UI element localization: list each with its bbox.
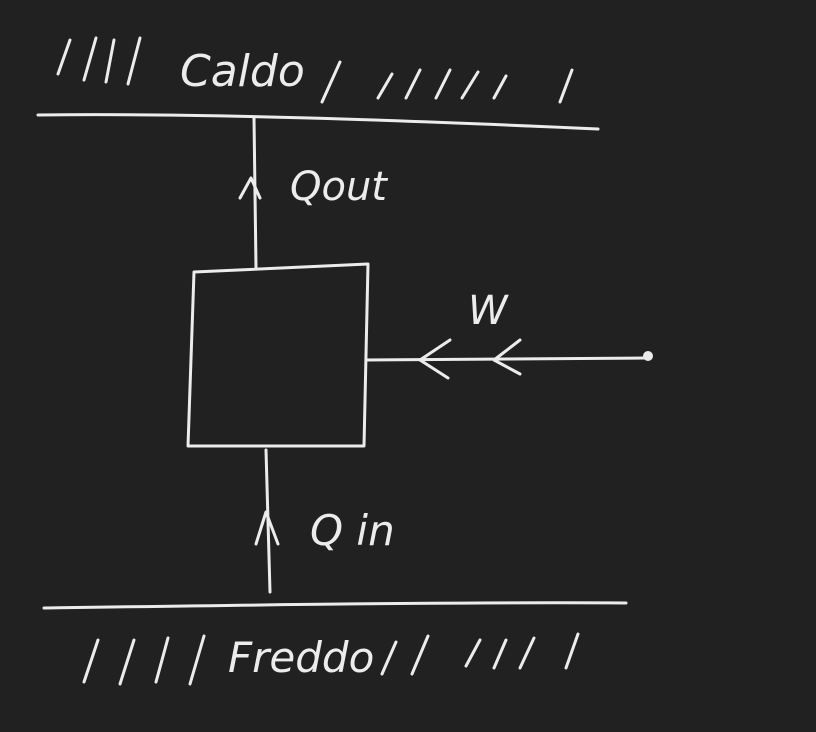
hot-reservoir-hatching-right — [320, 60, 574, 104]
cold-reservoir-line — [42, 601, 628, 610]
cold-reservoir-label: Freddo — [228, 633, 374, 682]
work-arrowhead-1 — [418, 338, 452, 380]
work-label: W — [468, 288, 509, 334]
work-source-dot — [643, 351, 653, 361]
cold-reservoir-hatching-left — [82, 634, 206, 686]
hot-reservoir-label: Caldo — [180, 46, 305, 97]
heat-in-arrowhead — [254, 510, 280, 546]
heat-out-arrowhead — [238, 176, 262, 200]
hot-reservoir-hatching-left — [56, 36, 142, 86]
heat-in-label: Q in — [310, 506, 395, 555]
hot-reservoir-line — [36, 113, 600, 131]
heat-out-label: Qout — [290, 164, 388, 210]
cold-reservoir-hatching-right — [380, 632, 580, 676]
work-arrowhead-2 — [492, 338, 522, 376]
work-input-line — [364, 356, 648, 362]
heat-out-connector — [252, 116, 258, 270]
machine-box — [186, 262, 370, 448]
